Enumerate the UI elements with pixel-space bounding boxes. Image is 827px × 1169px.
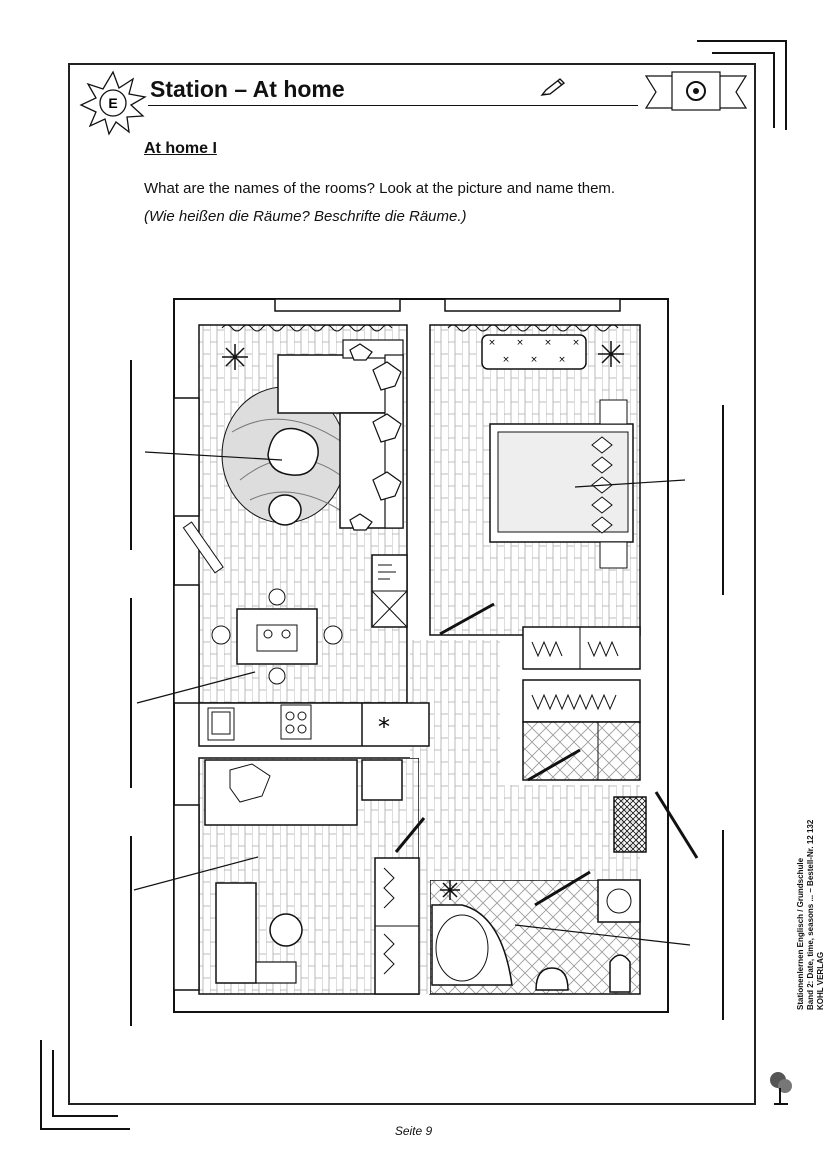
answer-line[interactable]	[130, 360, 132, 550]
svg-text:×: ×	[544, 338, 552, 348]
svg-text:×: ×	[502, 355, 510, 365]
svg-text:×: ×	[558, 355, 566, 365]
question-english: What are the names of the rooms? Look at…	[144, 180, 616, 197]
publisher-name: KOHL VERLAG	[816, 951, 825, 1010]
publisher-logo-icon	[770, 1072, 792, 1105]
corner-decoration	[785, 40, 787, 130]
svg-text:×: ×	[516, 338, 524, 348]
exercise-subtitle: At home I	[144, 140, 217, 157]
corner-decoration	[697, 40, 787, 42]
sun-badge-icon: E	[79, 70, 147, 136]
title-underline	[148, 105, 638, 106]
publisher-sidebar: Stationenlernen Englisch / Grundschule B…	[796, 820, 826, 1010]
corner-decoration	[52, 1115, 118, 1117]
corner-decoration	[40, 1040, 42, 1130]
answer-line[interactable]	[722, 830, 724, 1020]
page-number: Seite 9	[394, 1124, 433, 1138]
svg-text:E: E	[108, 95, 117, 111]
svg-text:×: ×	[530, 355, 538, 365]
corner-decoration	[40, 1128, 130, 1130]
corner-decoration	[52, 1050, 54, 1116]
corner-decoration	[712, 52, 775, 54]
pencil-icon	[540, 78, 566, 96]
page-title: Station – At home	[150, 76, 345, 102]
sidebar-line-1: Stationenlernen Englisch / Grundschule	[796, 857, 805, 1010]
svg-text:*: *	[378, 713, 390, 741]
svg-text:×: ×	[488, 338, 496, 348]
svg-text:×: ×	[572, 338, 580, 348]
corner-decoration	[773, 52, 775, 128]
sidebar-line-2: Band 2: Date, time, seasons ... – Bestel…	[806, 819, 815, 1010]
answer-line[interactable]	[130, 836, 132, 1026]
page-frame	[68, 63, 756, 1105]
eye-tab-icon	[644, 71, 748, 111]
answer-line[interactable]	[722, 405, 724, 595]
question-german: (Wie heißen die Räume? Beschrifte die Rä…	[144, 208, 467, 225]
answer-line[interactable]	[130, 598, 132, 788]
